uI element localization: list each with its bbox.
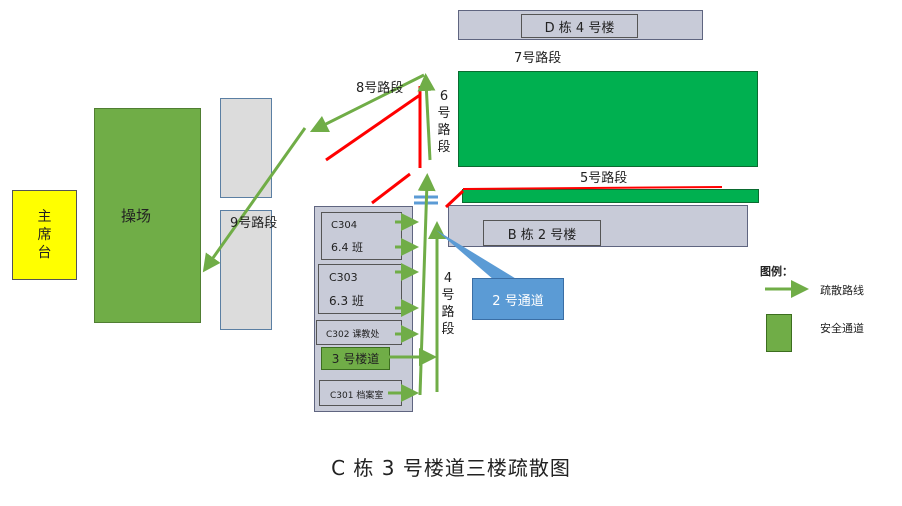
- channel-2-label: 2 号通道: [492, 293, 544, 309]
- segment-8-label: 8号路段: [356, 81, 404, 96]
- building-d-label: D 栋 4 号楼: [544, 20, 615, 36]
- stairway-3: 3 号楼道: [321, 347, 390, 370]
- diagram-title: C 栋 3 号楼道三楼疏散图: [331, 456, 571, 480]
- building-b-label: B 栋 2 号楼: [507, 227, 577, 243]
- building-b: [448, 205, 748, 247]
- stairway-3-label: 3 号楼道: [331, 352, 380, 366]
- green-block-top: [458, 71, 758, 167]
- room-c302-label: C302 课教处: [326, 330, 380, 340]
- green-strip: [462, 189, 759, 203]
- room-c303-name: C303: [329, 271, 358, 284]
- route-into-channel: [417, 173, 436, 396]
- segment-6-label: 6号路段: [437, 89, 451, 155]
- room-c301-label: C301 档案室: [330, 391, 384, 401]
- playground: 操场: [94, 108, 201, 323]
- channel-2-callout-pointer: [436, 230, 518, 280]
- room-c304-class: 6.4 班: [331, 241, 363, 254]
- building-d: [458, 10, 703, 40]
- red-wall-3: [371, 172, 411, 205]
- red-wall-1: [325, 93, 421, 162]
- room-c303: C303 6.3 班: [318, 264, 402, 314]
- playground-label: 操场: [121, 207, 152, 225]
- legend-route-label: 疏散路线: [820, 284, 864, 297]
- route-segment-9: [202, 127, 307, 273]
- legend-safe-swatch: [766, 314, 792, 352]
- segment-4-label: 4号路段: [441, 271, 455, 337]
- red-wall-5: [462, 186, 723, 190]
- segment-5-label: 5号路段: [580, 171, 628, 186]
- legend-title: 图例：: [760, 265, 793, 278]
- segment-7-label: 7号路段: [514, 51, 562, 66]
- room-c303-class: 6.3 班: [329, 294, 364, 308]
- room-c304-name: C304: [331, 220, 358, 231]
- red-wall-4: [444, 189, 465, 209]
- building-b-label-box: B 栋 2 号楼: [483, 220, 601, 246]
- podium: 主席台: [12, 190, 77, 280]
- room-c304: C304 6.4 班: [321, 212, 402, 260]
- gray-block-upper: [220, 98, 272, 198]
- legend-safe-label: 安全通道: [820, 322, 864, 335]
- building-d-label-box: D 栋 4 号楼: [521, 14, 638, 38]
- route-segment-8: [309, 73, 425, 133]
- podium-label: 主席台: [37, 209, 52, 261]
- segment-9-label: 9号路段: [230, 216, 278, 231]
- route-segment-6: [417, 73, 436, 161]
- channel-2-callout: 2 号通道: [472, 278, 564, 320]
